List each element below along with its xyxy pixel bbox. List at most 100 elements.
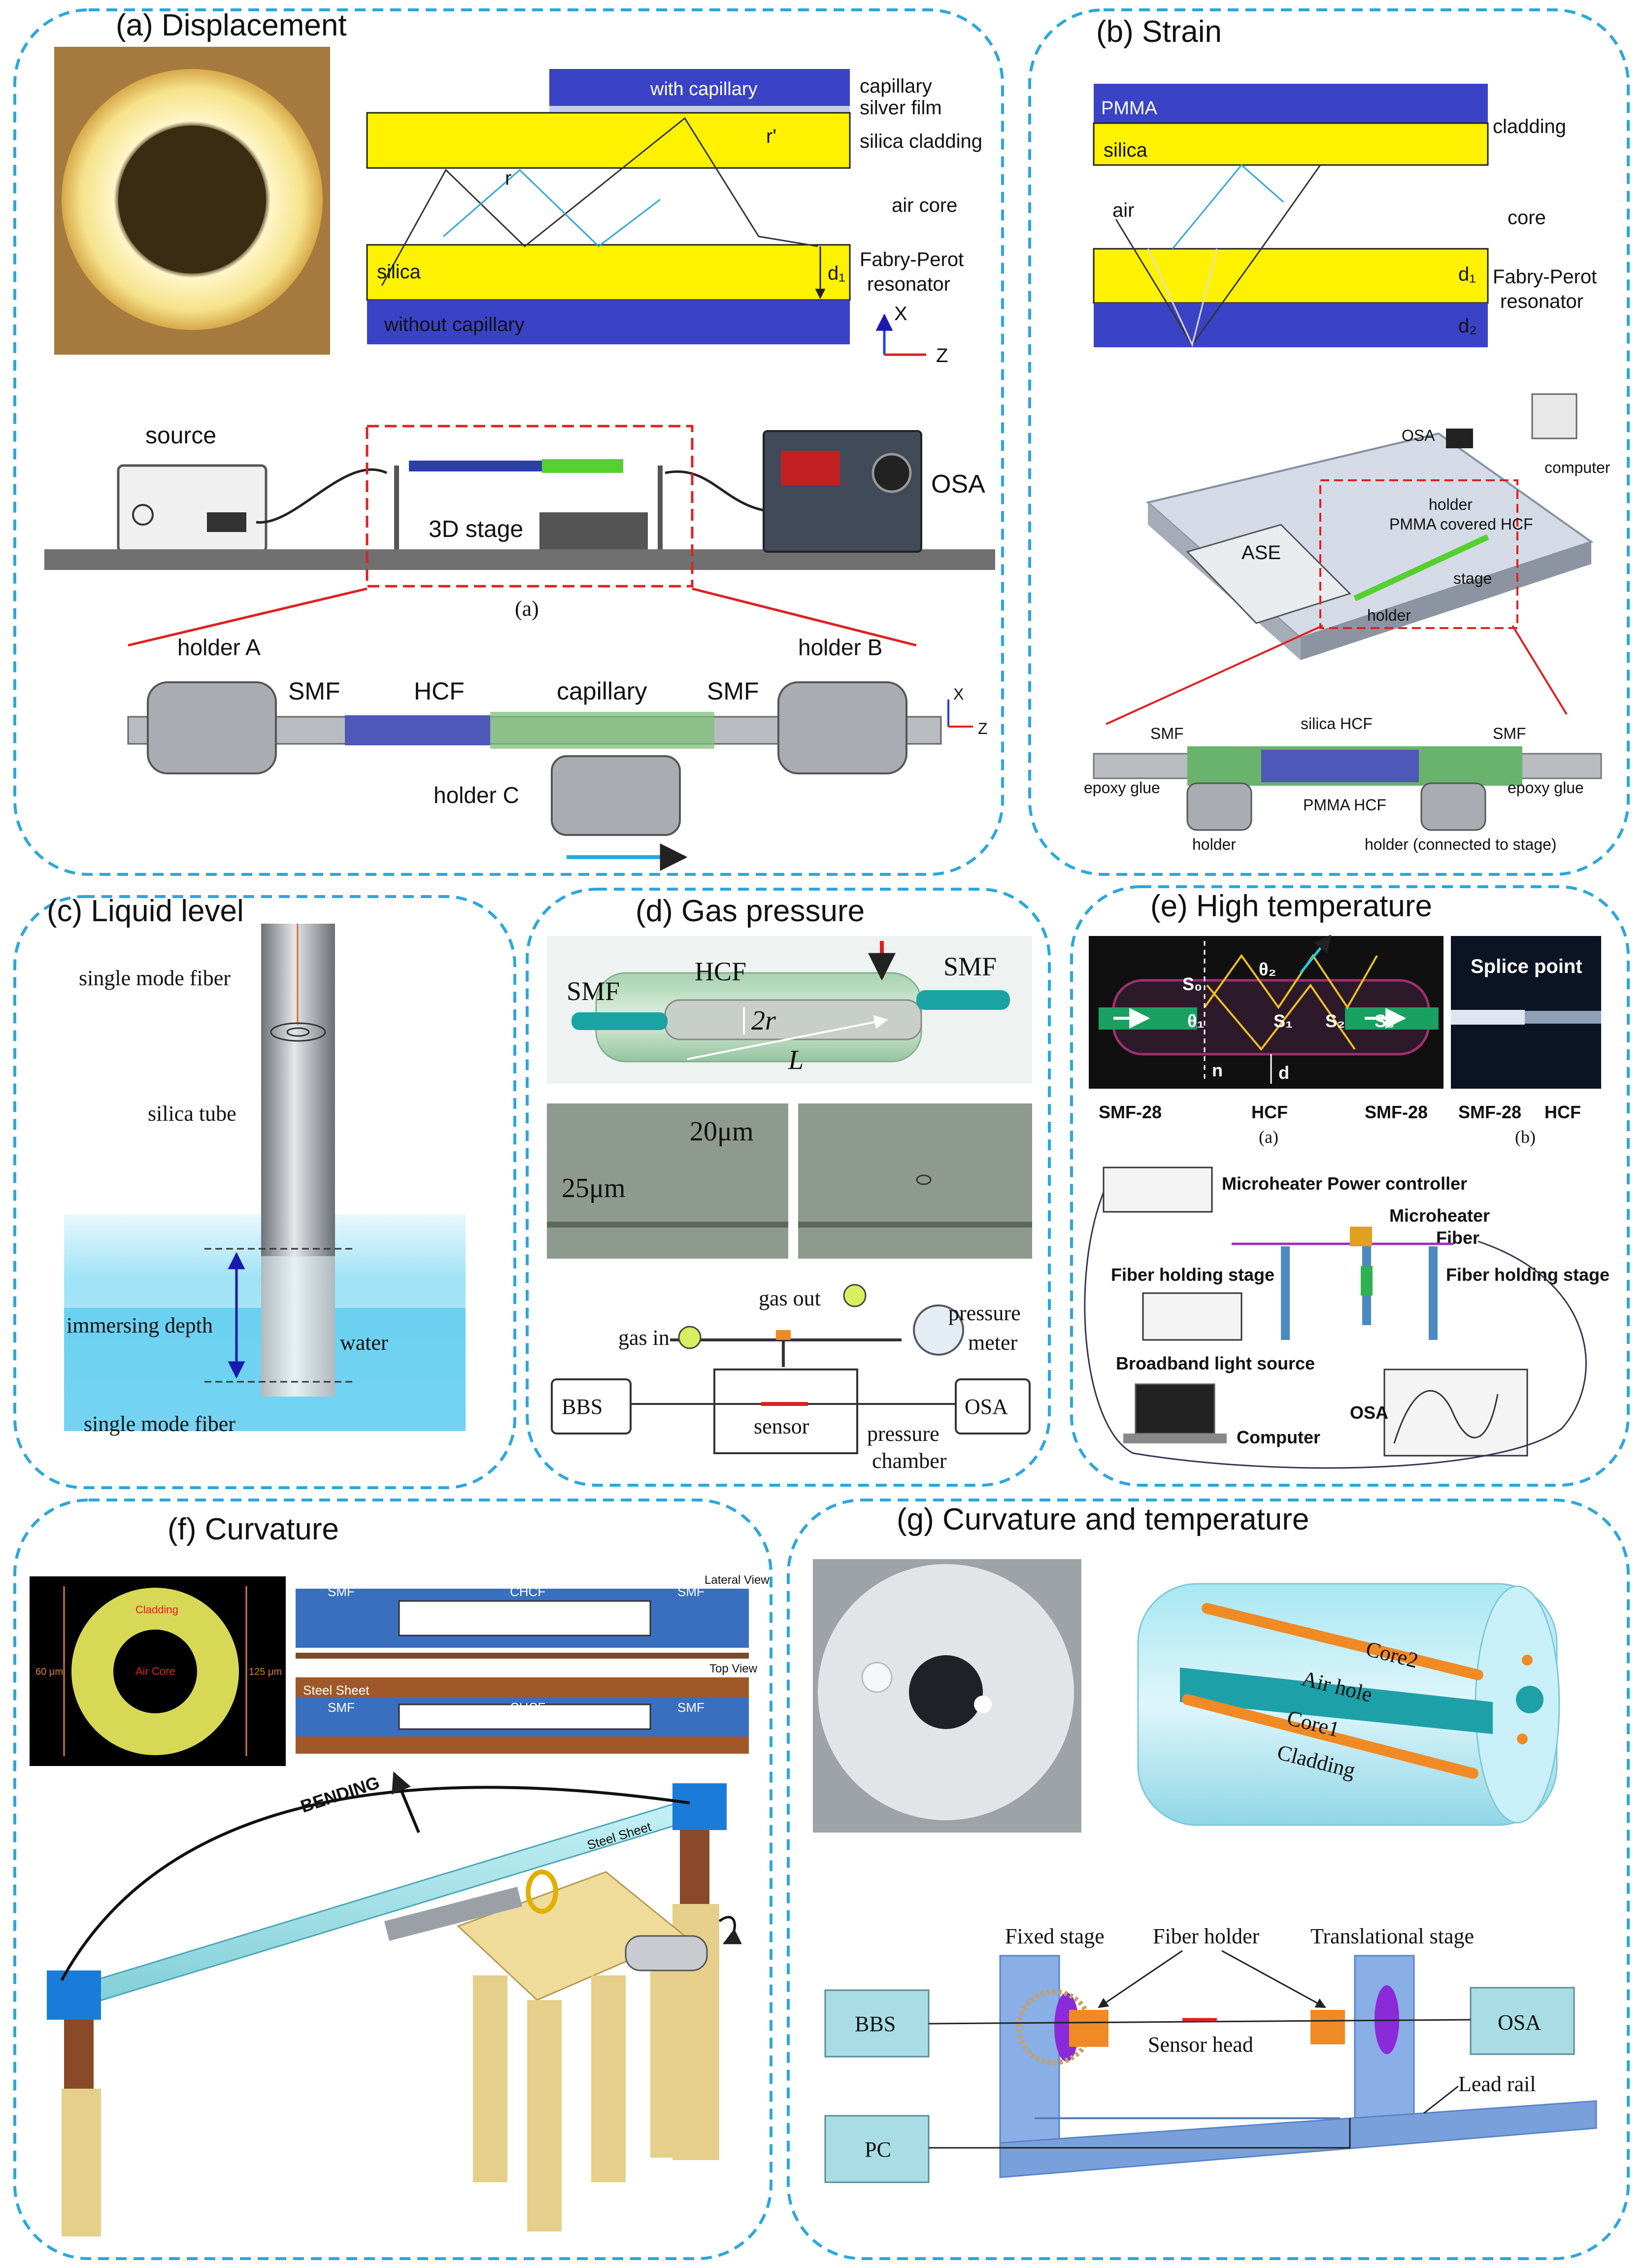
- panel-g-lead-rail: [999, 2100, 1597, 2178]
- panel-g-pc-box: [824, 2115, 930, 2183]
- panel-d-sensor: sensor: [754, 1414, 809, 1438]
- panel-b-pmma-hcf-detail-label: PMMA HCF: [1303, 796, 1386, 814]
- panel-d-micro-edge-right: [798, 1222, 1032, 1228]
- panel-a-hcf-setup: [409, 461, 542, 471]
- panel-a-capillary-setup: [542, 459, 623, 473]
- panel-b-computer-icon: [1531, 393, 1577, 439]
- panel-g-fiber-path: [928, 2019, 1471, 2025]
- panel-a-holder-c-label: holder C: [434, 782, 519, 808]
- panel-b-holder-left-label: holder: [1192, 835, 1236, 853]
- panel-d-pressure-2: pressure: [867, 1422, 939, 1446]
- panel-b-d2: d₂: [1458, 315, 1477, 337]
- panel-e-smf28-right: SMF-28: [1365, 1102, 1428, 1122]
- panel-c-tube-immersed: [261, 1256, 335, 1397]
- panel-a-displacement: (a) Displacement with capillary r' r d₁ …: [13, 8, 1004, 876]
- panel-a-3d-stage-label: 3D stage: [429, 516, 523, 542]
- panel-e-theta1: θ₁: [1187, 1011, 1204, 1031]
- panel-b-title: (b) Strain: [1096, 15, 1222, 49]
- panel-a-without-capillary: without capillary: [384, 314, 525, 335]
- panel-e-microheater: Microheater: [1389, 1205, 1490, 1226]
- panel-g-air-hole-face: [909, 1655, 983, 1729]
- panel-d-title: (d) Gas pressure: [636, 894, 865, 928]
- panel-c-title: (c) Liquid level: [47, 894, 244, 928]
- panel-f-leg-1: [473, 1975, 507, 2182]
- panel-e-splice-smf: [1451, 1010, 1525, 1025]
- panel-b-cladding: cladding: [1493, 116, 1566, 137]
- panel-f-bending: BENDING: [298, 1772, 382, 1816]
- panel-g-border: [787, 1499, 1630, 2260]
- panel-b-fp-layer: [1093, 248, 1489, 304]
- panel-e-s1: S₁: [1274, 1011, 1293, 1031]
- panel-e-s3: S₃: [1375, 1011, 1395, 1031]
- panel-a-air-core-label: air core: [892, 195, 957, 216]
- panel-e-computer: Computer: [1237, 1427, 1320, 1447]
- panel-c-silica-tube-label: silica tube: [148, 1101, 236, 1126]
- panel-d-micrograph-right: [798, 1103, 1032, 1259]
- panel-e-bls: Broadband light source: [1116, 1353, 1315, 1373]
- panel-f-clamp-left: [47, 1970, 101, 2020]
- panel-a-zoom-box: [366, 425, 694, 588]
- panel-g-bbs: BBS: [855, 2012, 896, 2036]
- panel-d-chamber: chamber: [872, 1449, 947, 1473]
- panel-a-capillary-bottom: [367, 300, 850, 344]
- panel-a-holder-a-label: holder A: [177, 634, 261, 660]
- panel-g-holder-arrow-right: [1221, 1950, 1326, 2008]
- panel-e-power-controller: [1103, 1167, 1213, 1213]
- panel-e-sub-a: (a): [1259, 1127, 1278, 1147]
- panel-b-zoom-box: [1319, 479, 1518, 629]
- panel-d-osa-box: [955, 1378, 1031, 1434]
- panel-f-air-core-label: Air Core: [135, 1665, 175, 1677]
- panel-a-fabry-perot-label: Fabry-Perot: [860, 249, 964, 270]
- panel-a-axis-x: X: [894, 303, 907, 325]
- panel-a-resonator-label: resonator: [867, 273, 950, 295]
- panel-f-smf-r2: SMF: [677, 1700, 705, 1715]
- panel-f-smf-r1: SMF: [677, 1584, 705, 1599]
- panel-a-with-capillary: with capillary: [650, 79, 758, 100]
- panel-a-ring-hole: [118, 126, 266, 273]
- panel-g-fiber-holder: Fiber holder: [1153, 1924, 1260, 1948]
- panel-b-smf-left: SMF: [1150, 725, 1184, 742]
- panel-c-immersing: immersing depth: [67, 1313, 213, 1337]
- panel-d-smf-left: SMF: [567, 976, 620, 1006]
- panel-d-smf-right: SMF: [943, 952, 997, 981]
- panel-g-rail-arrow: [1423, 2085, 1459, 2114]
- panel-f-60um: 60 μm: [35, 1667, 63, 1677]
- panel-d-smf-right-tube: [916, 990, 1010, 1010]
- panel-a-holder-a: [147, 681, 277, 774]
- panel-b-core: core: [1508, 207, 1546, 229]
- panel-d-valve-small: [776, 1330, 791, 1340]
- panel-f-chcf-1: CHCF: [510, 1584, 545, 1599]
- panel-a-smf-right: SMF: [707, 677, 759, 705]
- panel-a-capillary-top: [549, 69, 850, 106]
- panel-g-end-air-hole: [1516, 1686, 1543, 1713]
- panel-f-post-left-base: [62, 2089, 101, 2236]
- panel-e-heater-green: [1361, 1266, 1373, 1296]
- panel-a-r: r: [505, 167, 511, 189]
- panel-a-title: (a) Displacement: [116, 8, 347, 42]
- panel-e-light-source: [1142, 1292, 1242, 1341]
- panel-e-computer-base: [1123, 1434, 1227, 1443]
- panel-d-border: [526, 888, 1051, 1487]
- panel-a-osa-label: OSA: [931, 470, 985, 499]
- panel-a-source-box: [117, 464, 268, 553]
- panel-b-stage: stage: [1453, 569, 1492, 587]
- panel-a-holder-b-label: holder B: [798, 634, 882, 660]
- panel-b-computer: computer: [1544, 459, 1610, 476]
- panel-b-ase-box: [1186, 524, 1351, 624]
- panel-g-holder-left: [1069, 2010, 1108, 2047]
- panel-g-osa-box: [1470, 1987, 1575, 2055]
- panel-f-clamp-right: [672, 1783, 727, 1830]
- panel-b-resonator: resonator: [1500, 291, 1583, 312]
- panel-d-l: L: [788, 1045, 804, 1075]
- panel-e-splice: Splice point: [1471, 956, 1582, 977]
- panel-e-smf28-b: SMF-28: [1458, 1102, 1521, 1122]
- panel-c-fiber-end: [270, 1022, 326, 1042]
- panel-d-bbs: BBS: [562, 1395, 603, 1419]
- panel-b-holder-right: [1420, 782, 1486, 831]
- panel-b-pmma-bottom: [1094, 303, 1488, 347]
- panel-b-ray-inner: [1147, 248, 1218, 347]
- panel-e-osa-box: [1383, 1368, 1528, 1457]
- panel-b-ray-blue: [1172, 164, 1284, 249]
- panel-f-border: [13, 1499, 772, 2260]
- panel-f-micrometer: [625, 1935, 708, 1971]
